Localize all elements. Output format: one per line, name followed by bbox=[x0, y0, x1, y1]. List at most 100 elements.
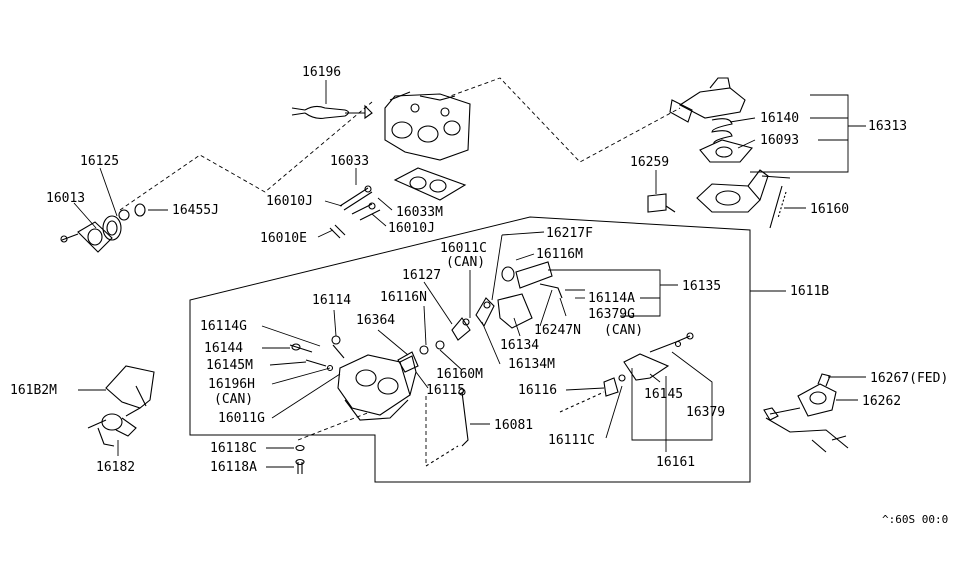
label-16379G-note: (CAN) bbox=[604, 323, 643, 338]
label-16081: 16081 bbox=[494, 418, 533, 433]
figure-code: ^:60S 00:0 bbox=[882, 513, 948, 526]
label-16118A: 16118A bbox=[210, 460, 257, 475]
label-16011C: 16011C bbox=[440, 241, 487, 256]
label-16313: 16313 bbox=[868, 119, 907, 134]
label-16011C-note: (CAN) bbox=[446, 255, 485, 270]
screw-16118A bbox=[295, 458, 305, 474]
bracket-16135 bbox=[548, 269, 678, 317]
label-16161: 16161 bbox=[656, 455, 695, 470]
label-16196H-note: (CAN) bbox=[214, 392, 253, 407]
diaphragm-16093 bbox=[699, 139, 753, 163]
connector-16259 bbox=[647, 193, 676, 213]
label-16125: 16125 bbox=[80, 154, 119, 169]
bracket-16313 bbox=[750, 94, 866, 173]
label-16144: 16144 bbox=[204, 341, 243, 356]
leader-16114 bbox=[333, 309, 337, 337]
label-16160: 16160 bbox=[810, 202, 849, 217]
label-16160M: 16160M bbox=[436, 367, 483, 382]
leader-16134M bbox=[481, 321, 501, 365]
lever-16127 bbox=[451, 317, 471, 341]
leader-16116M bbox=[515, 253, 535, 261]
label-16010J-b: 16010J bbox=[388, 221, 435, 236]
leader-16093 bbox=[737, 139, 756, 149]
rod-16081 bbox=[425, 388, 469, 467]
label-16217F: 16217F bbox=[546, 226, 593, 241]
label-16182: 16182 bbox=[96, 460, 135, 475]
leader-16127 bbox=[423, 281, 453, 325]
label-16093: 16093 bbox=[760, 133, 799, 148]
leader-16145M bbox=[269, 361, 307, 366]
component-16262 bbox=[763, 373, 849, 453]
bushing-16116 bbox=[559, 374, 626, 413]
valve-16182 bbox=[87, 413, 137, 447]
dashed-routing-line bbox=[119, 77, 681, 211]
plate-16134 bbox=[497, 293, 533, 329]
lever-16116M bbox=[501, 261, 585, 299]
label-16259: 16259 bbox=[630, 155, 669, 170]
label-16267: 16267(FED) bbox=[870, 371, 948, 386]
spring-16140 bbox=[711, 118, 733, 145]
leader-16125 bbox=[99, 167, 118, 217]
label-16116N: 16116N bbox=[380, 290, 427, 305]
label-16196H: 16196H bbox=[208, 377, 255, 392]
label-16013: 16013 bbox=[46, 191, 85, 206]
link-16217F bbox=[475, 297, 495, 328]
gasket-16125 bbox=[102, 215, 122, 241]
leader-16114G bbox=[261, 325, 321, 347]
label-16115: 16115 bbox=[426, 383, 465, 398]
label-16379: 16379 bbox=[686, 405, 725, 420]
leader-16010E bbox=[317, 229, 334, 238]
label-16118C: 16118C bbox=[210, 441, 257, 456]
label-16116: 16116 bbox=[518, 383, 557, 398]
gasket-16033 bbox=[393, 167, 467, 201]
label-16010E: 16010E bbox=[260, 231, 307, 246]
flange-16013 bbox=[60, 221, 113, 253]
leader-16134 bbox=[513, 317, 521, 337]
leader-16011G bbox=[271, 373, 341, 419]
label-16145: 16145 bbox=[644, 387, 683, 402]
label-16145M: 16145M bbox=[206, 358, 253, 373]
label-16135: 16135 bbox=[682, 279, 721, 294]
label-16033: 16033 bbox=[330, 154, 369, 169]
leader-16140 bbox=[729, 117, 756, 123]
leader-16116 bbox=[565, 387, 605, 391]
label-16134M: 16134M bbox=[508, 357, 555, 372]
label-16111C: 16111C bbox=[548, 433, 595, 448]
carburetor-main-body bbox=[337, 354, 417, 421]
leader-16111C bbox=[605, 385, 623, 439]
label-16196: 16196 bbox=[302, 65, 341, 80]
label-16116M: 16116M bbox=[536, 247, 583, 262]
diaphragm-cover-16313 bbox=[669, 77, 746, 123]
oring-16455J bbox=[118, 203, 146, 221]
leader-16116N bbox=[423, 305, 427, 346]
leader-16379G bbox=[559, 297, 567, 317]
screw-16010E bbox=[329, 224, 346, 239]
leader-16217F bbox=[501, 231, 545, 236]
assembly-boundary bbox=[189, 216, 751, 483]
bracket-16161 bbox=[631, 351, 713, 452]
label-16262: 16262 bbox=[862, 394, 901, 409]
lever-16145 bbox=[623, 332, 694, 381]
dashed-link-lower bbox=[297, 396, 427, 466]
label-16127: 16127 bbox=[402, 268, 441, 283]
label-16114: 16114 bbox=[312, 293, 351, 308]
leader-16013 bbox=[73, 202, 97, 229]
housing-16313 bbox=[696, 169, 769, 213]
label-16114A: 16114A bbox=[588, 291, 635, 306]
rod-16160 bbox=[761, 175, 791, 229]
leader-16145 bbox=[649, 373, 661, 383]
harness-part-16196 bbox=[291, 104, 373, 120]
label-16247N: 16247N bbox=[534, 323, 581, 338]
label-16011G: 16011G bbox=[218, 411, 265, 426]
leader-16033M bbox=[377, 197, 393, 211]
screws-16010J bbox=[339, 185, 381, 221]
label-16010J-a: 16010J bbox=[266, 194, 313, 209]
leader-16010J-a bbox=[324, 200, 343, 207]
label-161B2M: 161B2M bbox=[10, 383, 57, 398]
clip-16118C bbox=[295, 444, 305, 452]
label-16033M: 16033M bbox=[396, 205, 443, 220]
carburetor-top-body bbox=[384, 91, 471, 161]
leader-16115 bbox=[415, 371, 429, 389]
leader-16247N bbox=[539, 289, 553, 327]
